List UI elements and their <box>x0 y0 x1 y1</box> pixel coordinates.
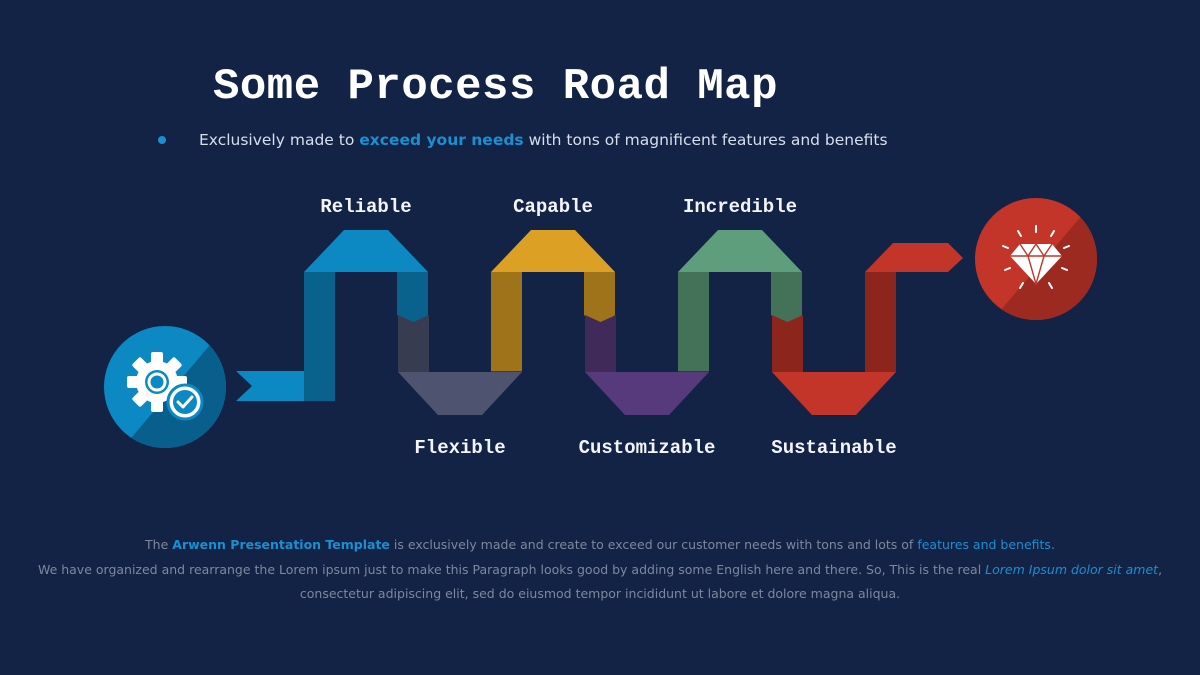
ribbon-customizable-left-leg <box>585 315 616 372</box>
ribbon-sustainable-exit <box>865 243 963 272</box>
bullet-dot <box>158 135 166 144</box>
ribbon-capable-left-leg <box>491 272 522 371</box>
subtitle-highlight: exceed your needs <box>359 131 524 149</box>
ribbon-capable-cap <box>491 230 615 272</box>
ribbon-incredible-cap <box>678 230 802 272</box>
step-label-capable: Capable <box>513 196 593 218</box>
ribbon-sustainable-cap <box>772 372 896 415</box>
step-label-reliable: Reliable <box>320 196 412 218</box>
ribbon-customizable-cap <box>585 372 709 415</box>
ribbon-reliable-right-leg <box>397 272 428 330</box>
subtitle-pre: Exclusively made to <box>199 131 360 149</box>
ribbon-sustainable-right-leg <box>865 272 896 372</box>
slide-title: Some Process Road Map <box>213 62 778 112</box>
subtitle-post: with tons of magnificent features and be… <box>523 131 888 149</box>
para-text: . <box>1050 537 1055 552</box>
subtitle: Exclusively made to exceed your needs wi… <box>158 131 888 149</box>
step-label-customizable: Customizable <box>578 437 716 459</box>
ribbon-reliable-left-leg <box>304 272 335 401</box>
ribbon-incredible-left-leg <box>678 272 709 371</box>
ribbon-tail <box>236 371 304 401</box>
para-text: We have organized and rearrange the Lore… <box>37 561 986 577</box>
step-label-incredible: Incredible <box>682 196 798 218</box>
end-circle <box>975 198 1097 320</box>
step-label-flexible: Flexible <box>414 437 506 459</box>
description-paragraph: The Arwenn Presentation Template is excl… <box>0 533 1200 607</box>
ribbon-incredible-right-leg <box>771 272 802 330</box>
ribbon-capable-right-leg <box>584 272 615 330</box>
start-circle <box>104 326 226 448</box>
ribbon-flexible-cap <box>398 372 522 415</box>
template-name: Arwenn Presentation Template <box>172 537 390 552</box>
features-link[interactable]: features and benefits <box>917 537 1051 552</box>
para-text: The <box>145 537 173 552</box>
ribbon-path <box>236 230 963 415</box>
gear-check-icon <box>127 352 204 421</box>
ribbon-sustainable-left-leg <box>772 315 803 372</box>
diamond-icon <box>1002 225 1070 289</box>
ribbon-flexible-left-leg <box>398 315 429 372</box>
step-label-sustainable: Sustainable <box>771 437 897 459</box>
para-text: , consectetur adipiscing elit, sed do ei… <box>299 561 1163 602</box>
para-text: is exclusively made and create to exceed… <box>389 537 918 552</box>
lorem-italic: Lorem Ipsum dolor sit amet <box>985 561 1159 577</box>
ribbon-reliable-cap <box>304 230 428 272</box>
